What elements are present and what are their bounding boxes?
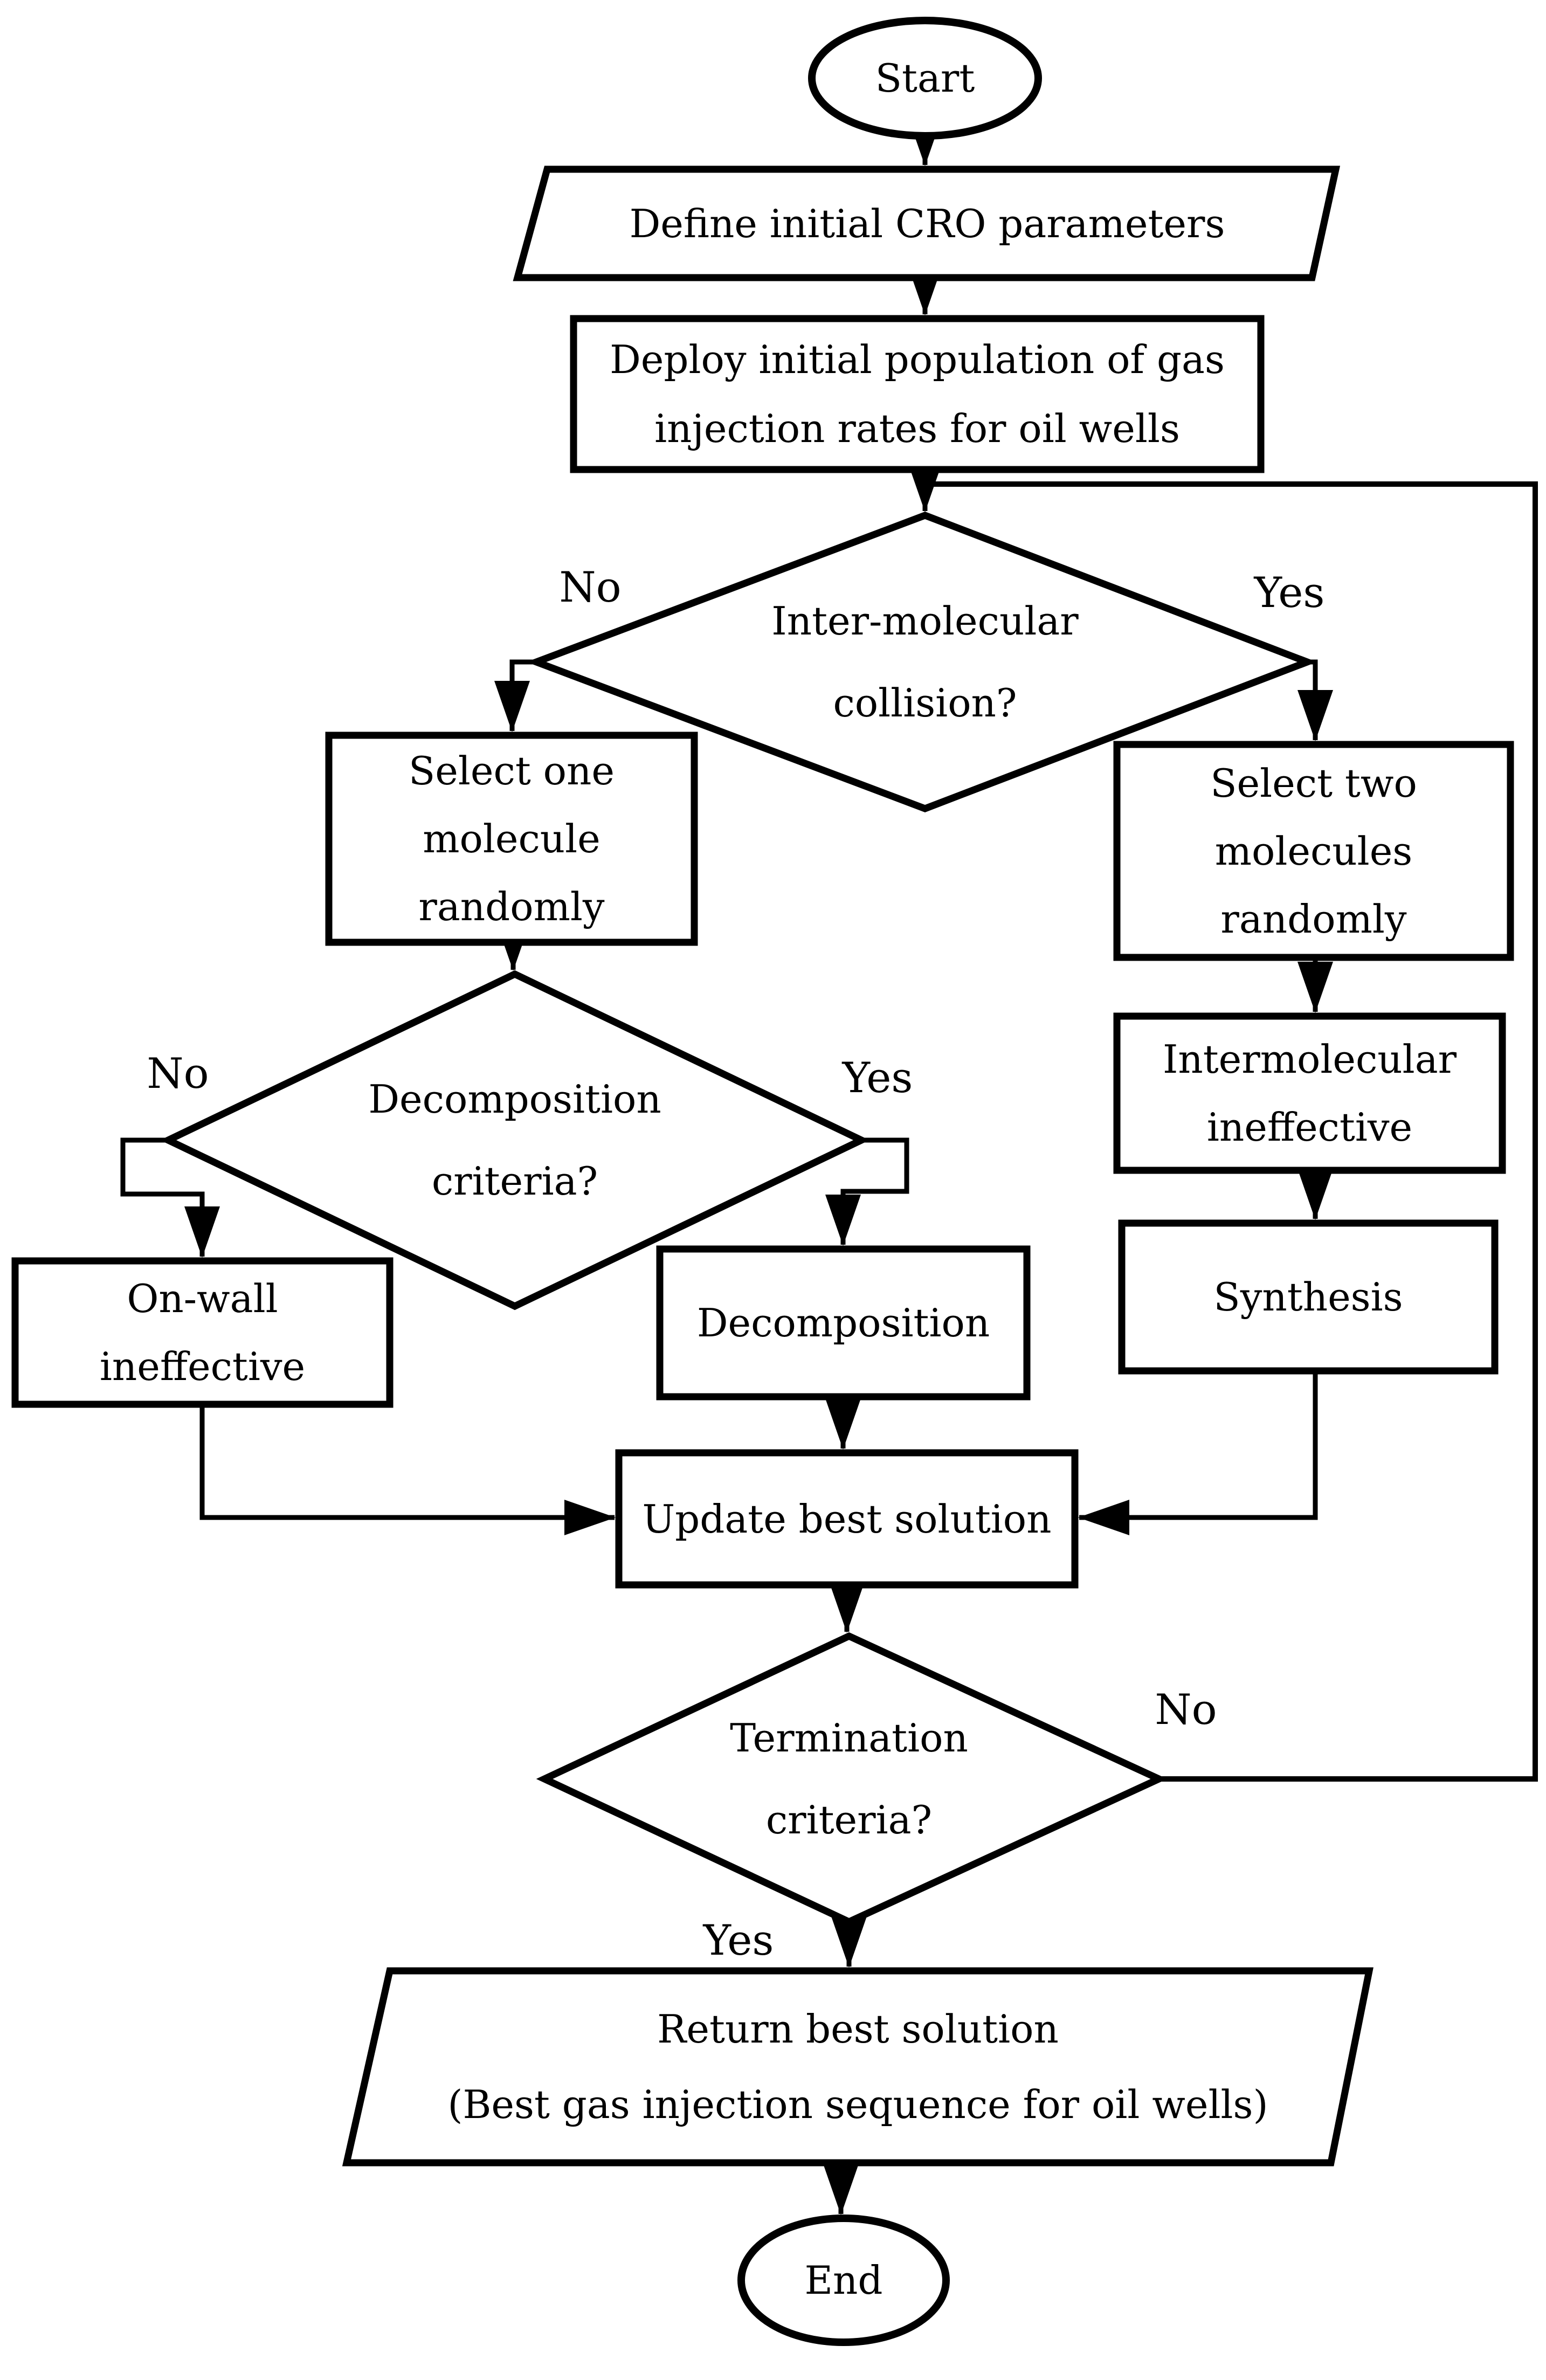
termination-no-label: No (1155, 1686, 1217, 1734)
update-best-solution-label: Update best solution (642, 1496, 1052, 1542)
deploy-population-box (570, 315, 1265, 473)
define-parameters-label: Define initial CRO parameters (629, 201, 1225, 246)
select-two-molecules-label: Select two molecules randomly (1210, 760, 1417, 942)
arrow-criteria-no-to-on-wall (120, 1137, 220, 1258)
decomposition-yes-label: Yes (842, 1054, 913, 1102)
intermolecular-ineffective-label: Intermolecular ineffective (1162, 1037, 1457, 1150)
synthesis-box (1118, 1219, 1499, 1375)
return-solution-parallelogram (342, 1967, 1374, 2167)
start-label: Start (875, 56, 975, 101)
define-parameters-parallelogram (513, 165, 1341, 281)
decomposition-criteria-diamond (160, 970, 870, 1310)
collision-decision-label: Inter-molecular collision? (771, 598, 1079, 726)
select-one-molecule-box (325, 732, 698, 946)
arrow-collision-yes-to-select-two (1297, 659, 1333, 741)
collision-yes-label: Yes (1254, 569, 1325, 617)
feedback-loop-line (928, 481, 1538, 1782)
arrow-on-wall-to-update (199, 1405, 616, 1535)
collision-decision-diamond (526, 512, 1317, 812)
termination-decision-label: Termination criteria? (730, 1715, 968, 1843)
update-best-solution-box (615, 1449, 1079, 1589)
on-wall-ineffective-label: On-wall ineffective (99, 1276, 306, 1389)
deploy-population-label: Deploy initial population of gas injecti… (610, 337, 1225, 451)
select-two-molecules-box (1113, 741, 1514, 961)
collision-no-label: No (559, 563, 622, 612)
arrow-criteria-yes-to-decomposition (825, 1137, 909, 1246)
termination-decision-diamond (536, 1632, 1168, 1926)
select-one-molecule-label: Select one molecule randomly (408, 748, 615, 929)
synthesis-label: Synthesis (1213, 1274, 1403, 1320)
arrow-collision-no-to-select-one (494, 659, 536, 732)
decomposition-label: Decomposition (696, 1300, 990, 1346)
start-terminator-ellipse (808, 17, 1042, 140)
on-wall-ineffective-box (11, 1257, 394, 1408)
intermolecular-ineffective-box (1113, 1012, 1506, 1174)
decomposition-no-label: No (147, 1050, 209, 1098)
arrow-synthesis-to-update (1078, 1372, 1318, 1535)
end-label: End (804, 2258, 883, 2303)
decomposition-criteria-label: Decomposition criteria? (368, 1077, 661, 1204)
termination-yes-label: Yes (703, 1916, 774, 1965)
return-solution-label: Return best solution (Best gas injection… (447, 2006, 1268, 2127)
end-terminator-ellipse (737, 2215, 950, 2346)
decomposition-box (656, 1245, 1031, 1401)
